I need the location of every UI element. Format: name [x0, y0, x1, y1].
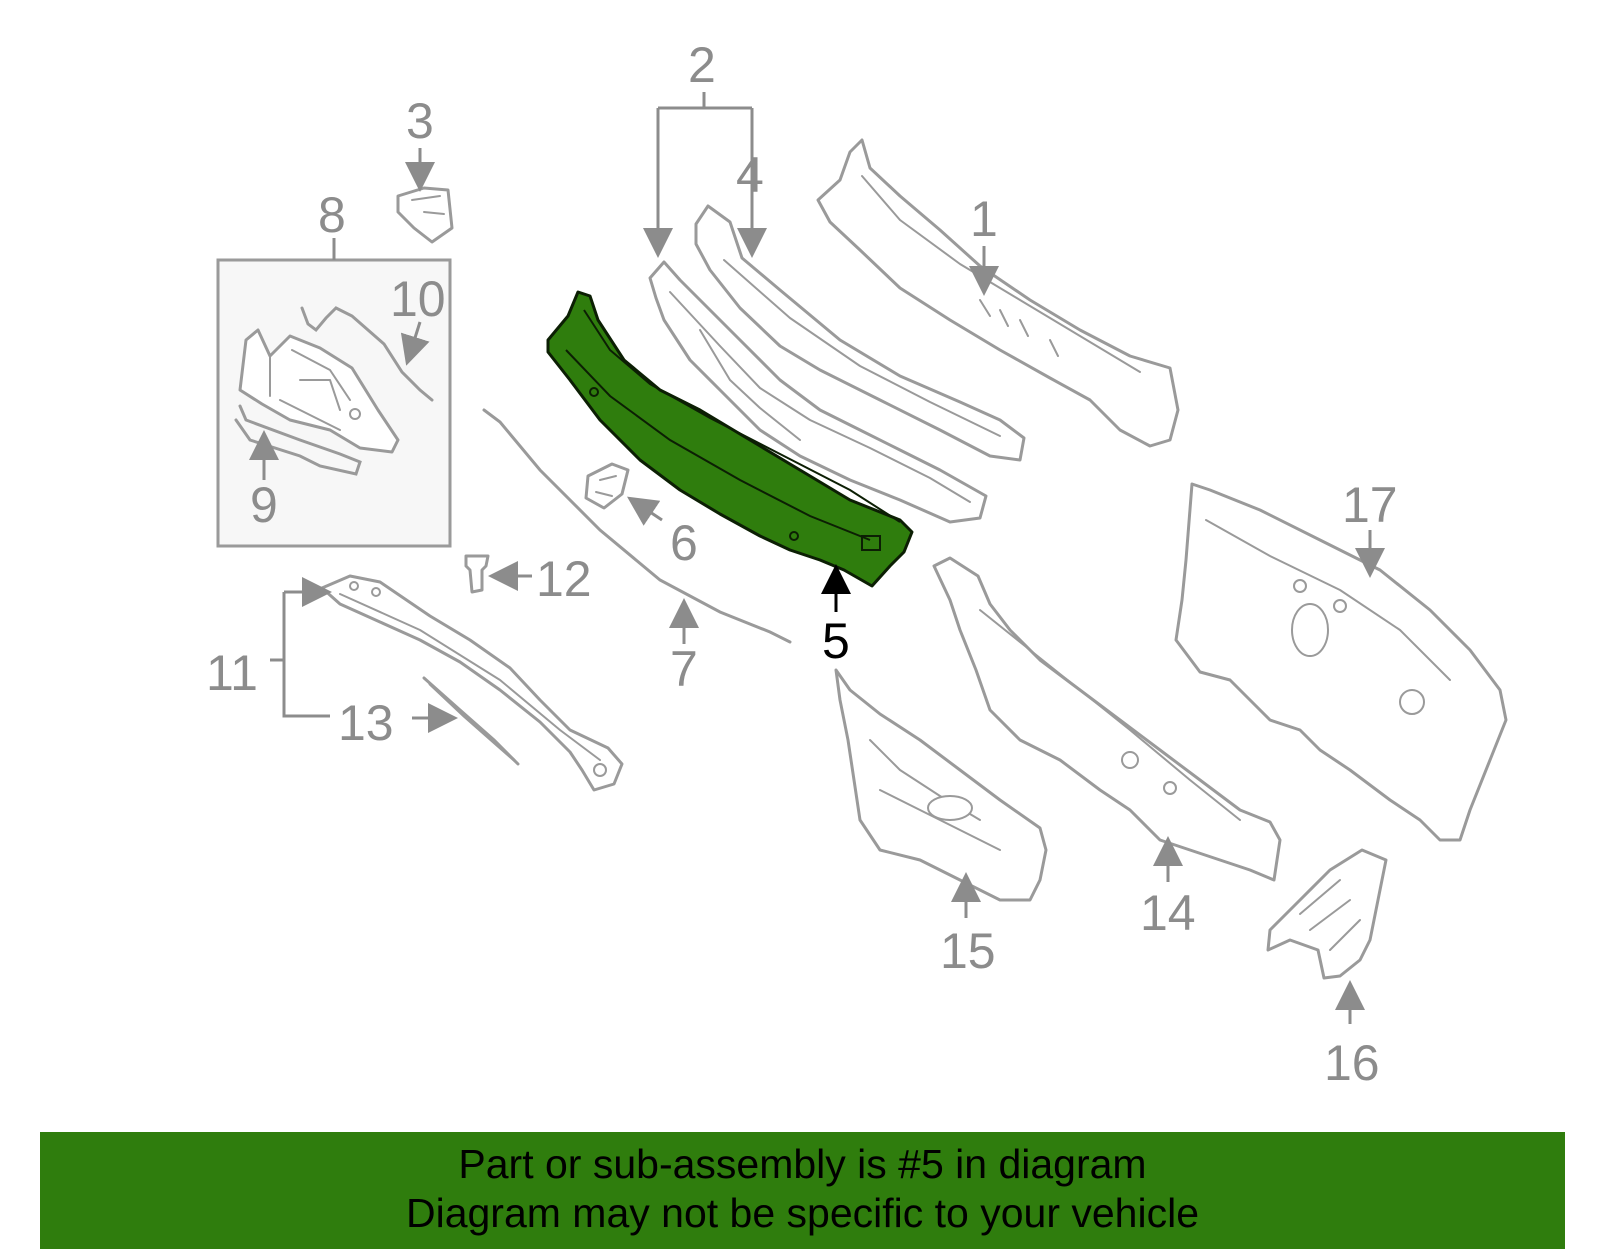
part-2-cowl-panel[interactable] — [648, 260, 988, 524]
callout-7: 7 — [670, 641, 698, 697]
callout-14: 14 — [1140, 885, 1196, 941]
callout-6: 6 — [670, 515, 698, 571]
part-6-bracket[interactable] — [584, 462, 630, 510]
callout-16: 16 — [1324, 1035, 1380, 1091]
info-banner: Part or sub-assembly is #5 in diagram Di… — [40, 1132, 1565, 1249]
part-15-insulator[interactable] — [834, 668, 1048, 902]
callout-2: 2 — [688, 37, 716, 93]
part-1-dash-upper[interactable] — [816, 138, 1180, 448]
callout-10: 10 — [390, 271, 446, 327]
part-4-cowl-top[interactable] — [694, 204, 1026, 462]
callout-8: 8 — [318, 187, 346, 243]
leader-lines — [249, 92, 1385, 1024]
callout-17: 17 — [1342, 477, 1398, 533]
callout-labels: 2 3 4 1 8 10 9 6 12 7 11 13 5 17 14 15 1… — [206, 37, 1398, 1091]
part-13-strip[interactable] — [422, 676, 520, 766]
part-10-rod[interactable] — [300, 306, 434, 402]
callout-3: 3 — [406, 93, 434, 149]
part-7-seal-strip[interactable] — [482, 408, 792, 644]
part-8-bracket[interactable] — [238, 328, 400, 454]
callout-9: 9 — [250, 477, 278, 533]
part-12-clip[interactable] — [464, 554, 490, 594]
part-3-bracket[interactable] — [396, 186, 454, 244]
callout-12: 12 — [536, 551, 592, 607]
callout-11: 11 — [206, 645, 258, 701]
banner-line-2: Diagram may not be specific to your vehi… — [405, 1190, 1199, 1236]
part-16-bracket[interactable] — [1266, 848, 1388, 980]
part-11-side-rail[interactable] — [320, 574, 624, 792]
callout-5: 5 — [822, 613, 850, 669]
callout-4: 4 — [736, 147, 764, 203]
part-17-dash-insulator[interactable] — [1174, 482, 1508, 842]
part-5-cowl-top-panel-highlighted[interactable] — [546, 290, 914, 588]
part-14-lower-dash[interactable] — [932, 556, 1282, 882]
callout-15: 15 — [940, 923, 996, 979]
callout-1: 1 — [970, 191, 998, 247]
banner-line-1: Part or sub-assembly is #5 in diagram — [458, 1141, 1147, 1187]
callout-13: 13 — [338, 695, 394, 751]
